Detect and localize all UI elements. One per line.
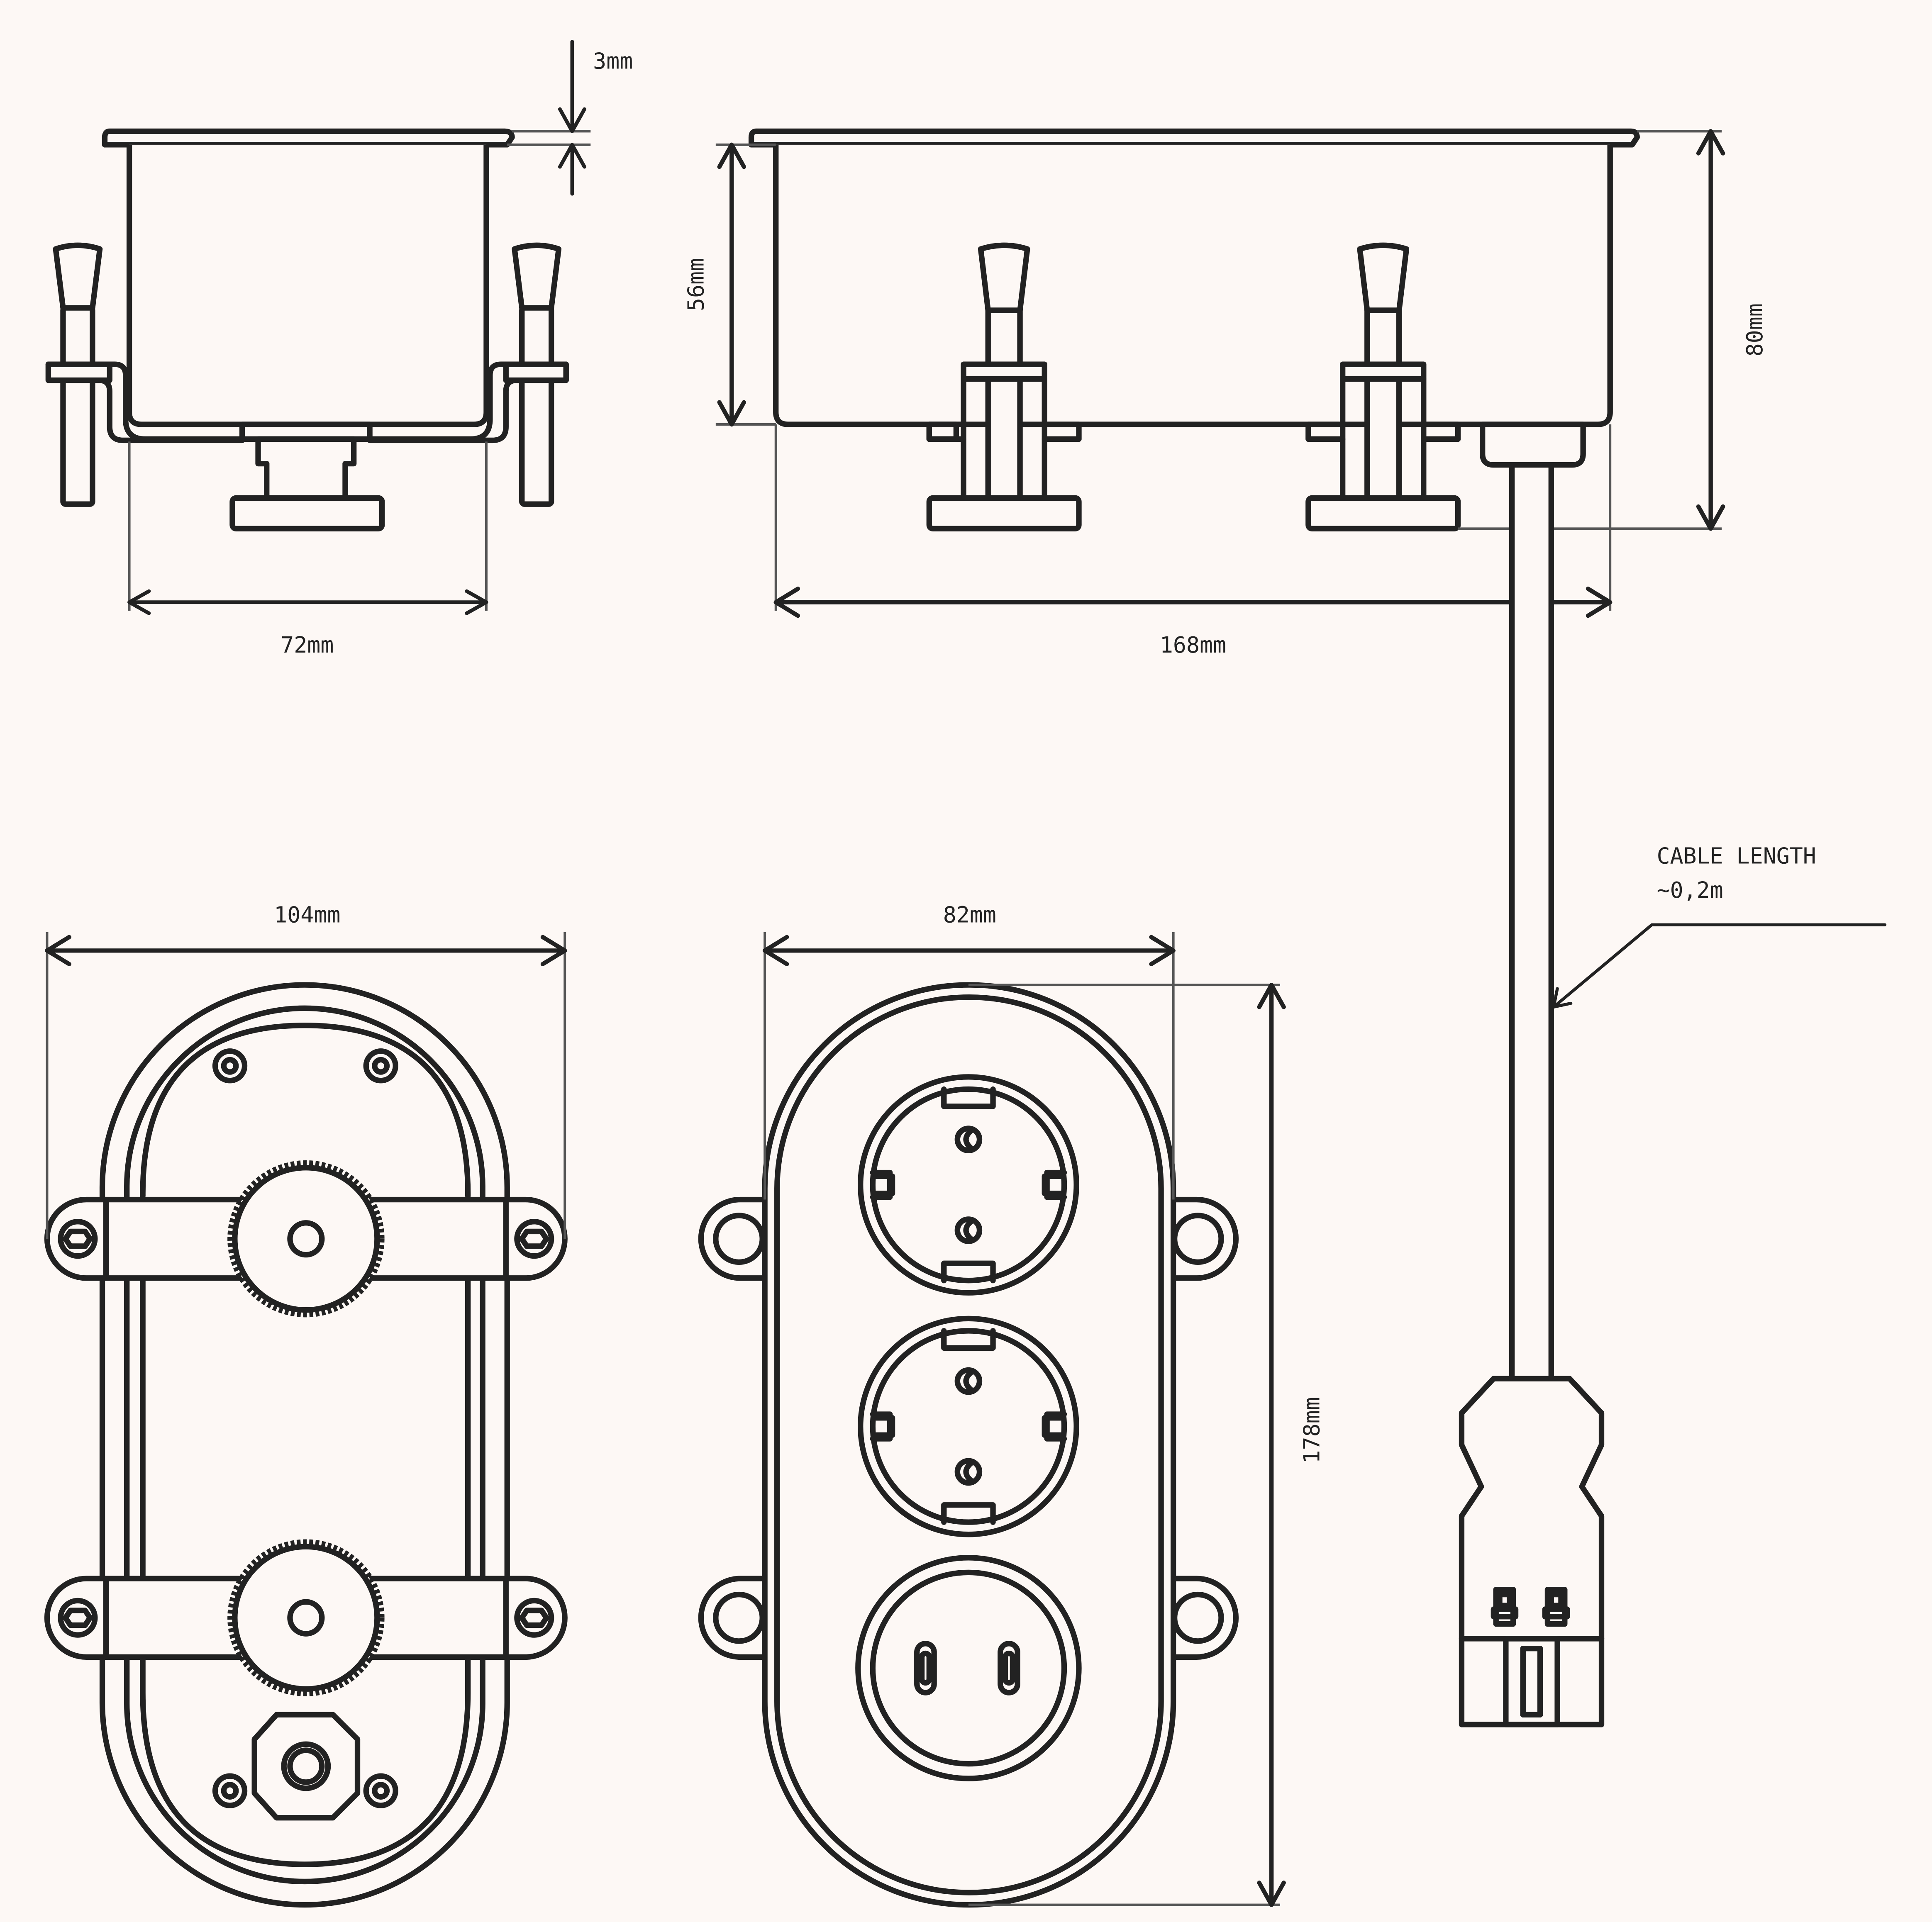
dim-top-plate (558, 40, 586, 196)
dim-total-height (1696, 129, 1725, 531)
label-top-plate: 3mm (593, 49, 633, 74)
label-small-width: 72mm (281, 632, 334, 658)
cable-connector: CABLE LENGTH ~0,2m (1459, 462, 1887, 1727)
usb-c-port (914, 1641, 937, 1695)
mounting-ear (698, 1196, 768, 1281)
mounting-hole (363, 1048, 398, 1084)
mounting-hole (363, 1773, 398, 1808)
cable-length-label: CABLE LENGTH (1657, 843, 1816, 869)
dim-insert-depth (717, 142, 746, 427)
mounting-ear (1169, 1576, 1239, 1660)
dim-length (773, 586, 1612, 618)
mounting-hole (212, 1773, 248, 1808)
dim-bottom-width (45, 935, 567, 967)
mounting-ear (698, 1576, 768, 1660)
bottom-view: 104mm (44, 902, 568, 1908)
label-front-height: 178mm (1299, 1397, 1325, 1463)
schuko-socket (858, 1315, 1079, 1537)
label-front-width: 82mm (943, 902, 996, 928)
dim-front-height (1257, 982, 1286, 1907)
label-bottom-width: 104mm (274, 902, 340, 928)
mounting-ear (1169, 1196, 1239, 1281)
label-length: 168mm (1160, 632, 1226, 658)
bracket-bottom (44, 1539, 568, 1696)
label-insert-depth: 56mm (683, 258, 709, 311)
schuko-socket (858, 1074, 1079, 1296)
dim-small-width (127, 589, 488, 615)
usb-c-port (998, 1641, 1020, 1695)
connector-pins (1490, 1587, 1570, 1627)
front-view: 82mm 178mm (698, 902, 1325, 1908)
side-view-long: 168mm 56mm 80mm (683, 128, 1768, 658)
mounting-hole (212, 1048, 248, 1084)
bracket-top (44, 1160, 568, 1318)
side-view-narrow: 72mm 3mm (45, 40, 633, 658)
cable-length-value: ~0,2m (1657, 877, 1723, 903)
dim-front-width (762, 935, 1176, 967)
label-total-height: 80mm (1742, 303, 1768, 356)
usb-c-module (855, 1555, 1082, 1781)
